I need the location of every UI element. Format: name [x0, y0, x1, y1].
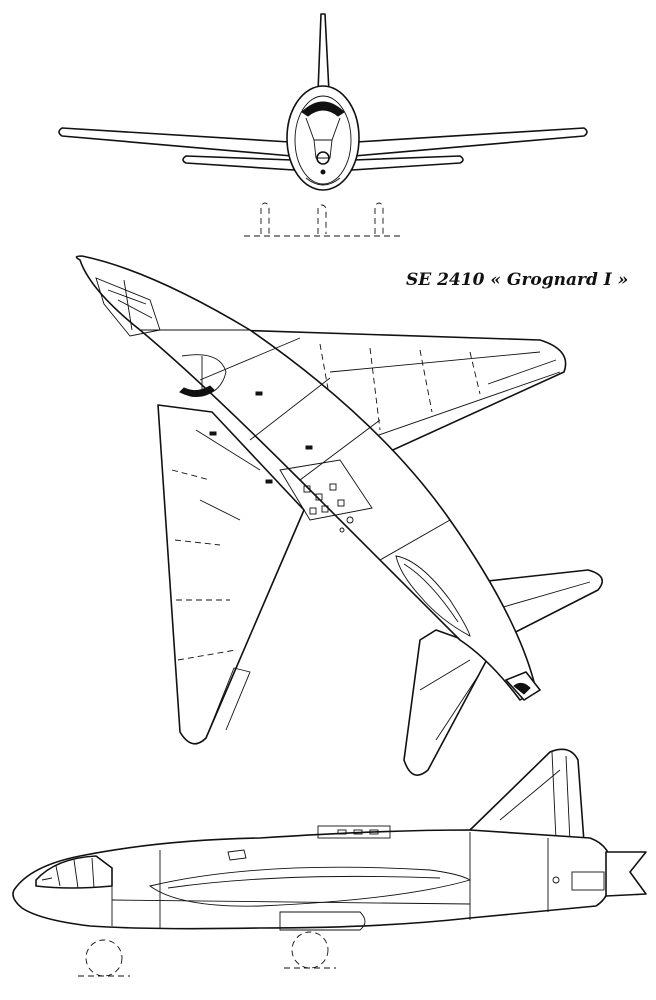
side-view: [12, 748, 647, 977]
top-view: [75, 255, 604, 776]
front-view: [58, 13, 588, 237]
aircraft-title: SE 2410 « Grognard I »: [406, 270, 629, 290]
